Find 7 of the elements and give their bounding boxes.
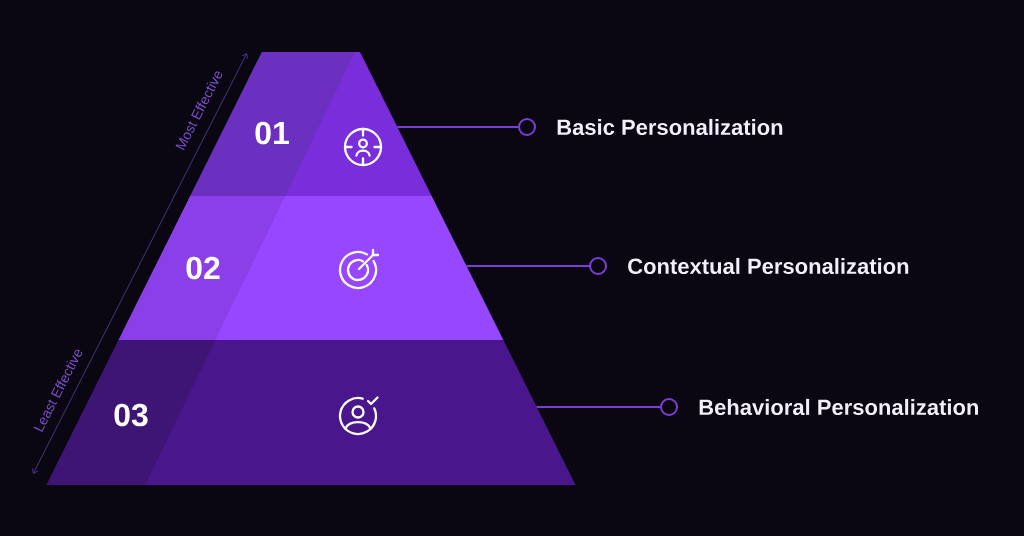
tier-label: Contextual Personalization	[628, 257, 909, 275]
leader-line	[465, 265, 591, 267]
pyramid-tier: 02	[118, 196, 504, 340]
tier-label: Behavioral Personalization	[699, 398, 979, 416]
leader-line	[535, 406, 662, 408]
tier-label: Basic Personalization	[557, 118, 783, 136]
leader-line	[396, 126, 520, 128]
